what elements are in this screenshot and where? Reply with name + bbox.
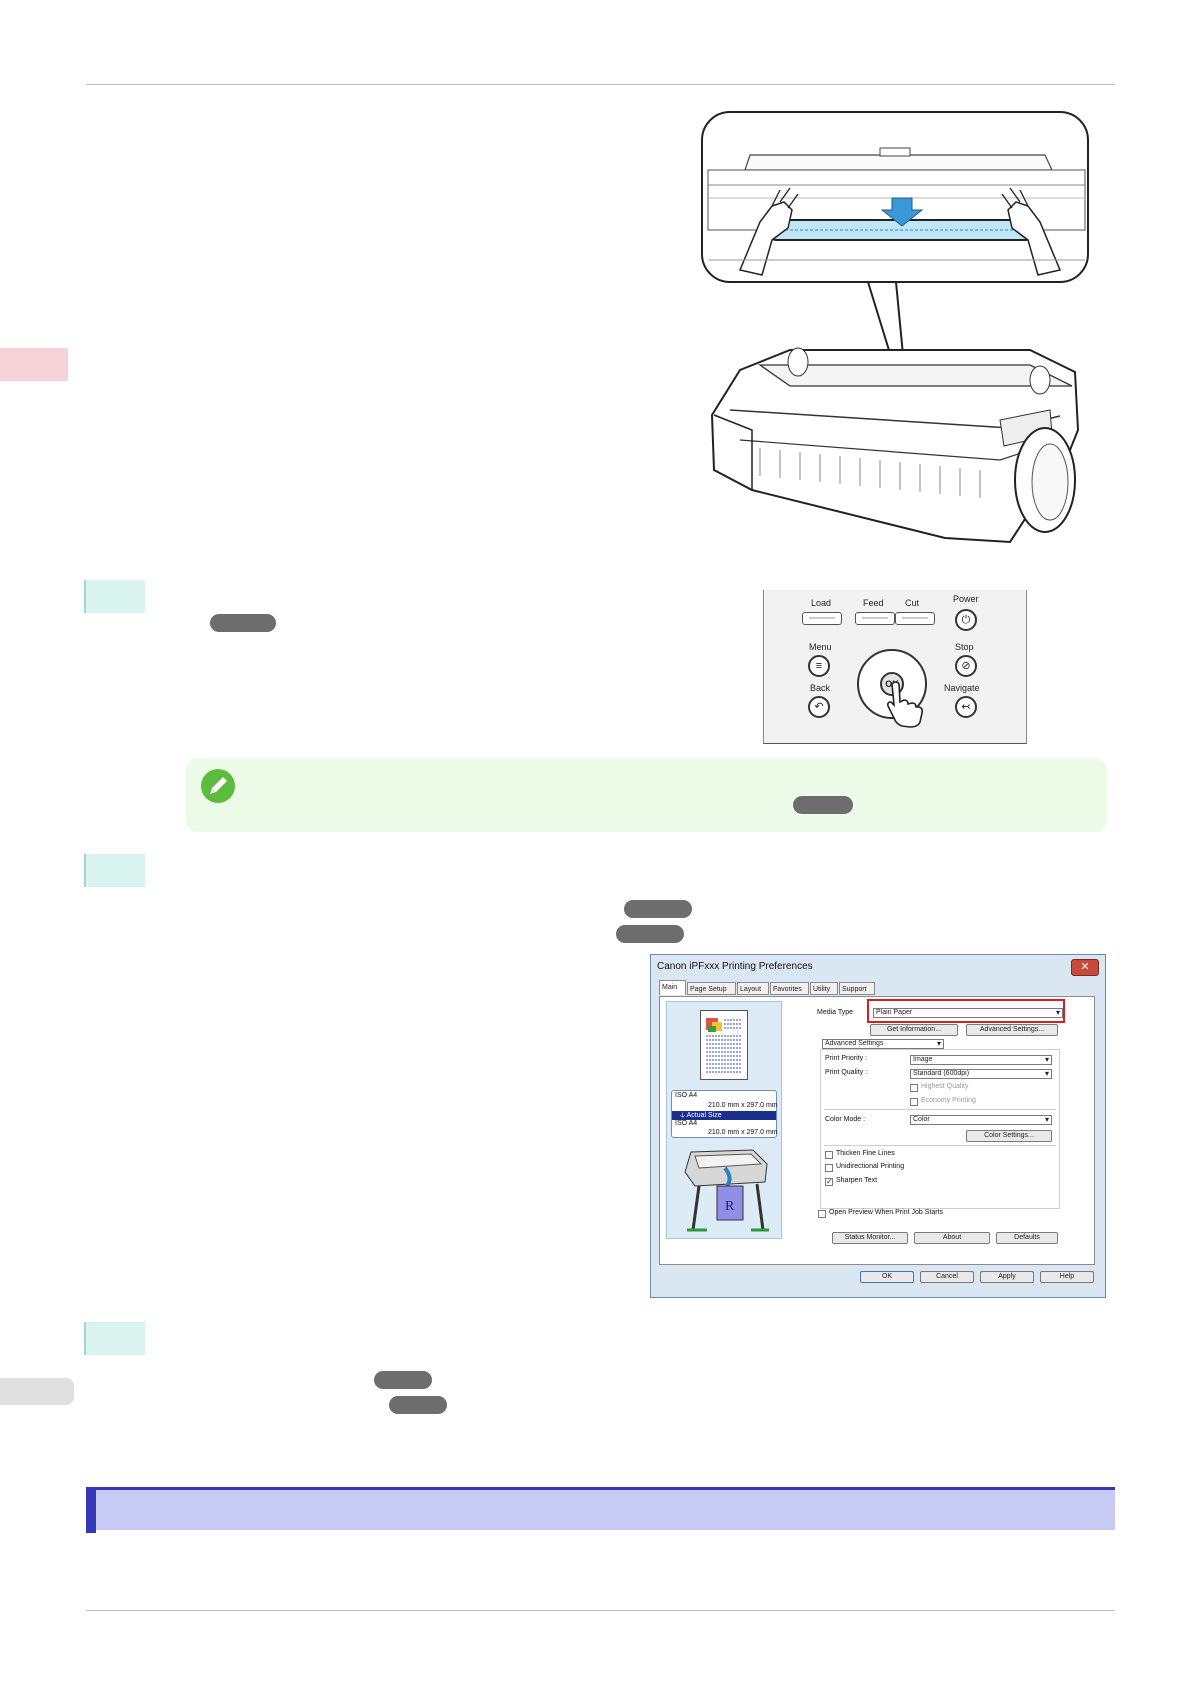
tab-page-setup[interactable]: Page Setup: [687, 982, 736, 995]
pointing-hand-icon: [887, 681, 923, 728]
actual-size-text: Actual Size: [686, 1112, 722, 1119]
back-label: Back: [810, 683, 831, 693]
thicken-fine-lines-checkbox[interactable]: [825, 1151, 833, 1159]
print-priority-select[interactable]: Image: [910, 1055, 1052, 1065]
left-hand: [738, 201, 793, 276]
highest-quality-checkbox[interactable]: [910, 1084, 918, 1092]
chapter-side-tab[interactable]: [0, 348, 68, 381]
get-information-button[interactable]: Get Information...: [870, 1024, 958, 1036]
ok-button[interactable]: OK: [860, 1271, 914, 1283]
economy-printing-checkbox[interactable]: [910, 1098, 918, 1106]
navigate-button[interactable]: ↢: [955, 696, 977, 718]
print-quality-select[interactable]: Standard (600dpi): [910, 1069, 1052, 1079]
menu-button[interactable]: ≡: [808, 655, 830, 677]
printer-preview-icon: R: [684, 1149, 769, 1232]
power-label: Power: [953, 594, 979, 604]
link-pill[interactable]: [624, 900, 692, 918]
printing-preferences-dialog: Canon iPFxxx Printing Preferences ✕ Main…: [650, 954, 1106, 1298]
print-quality-label: Print Quality :: [825, 1069, 868, 1076]
actual-size-banner: [672, 1111, 776, 1120]
preview-pane: ISO A4 210.0 mm x 297.0 mm 🡣 Actual Size…: [666, 1001, 782, 1239]
pencil-note-icon: [201, 769, 235, 803]
step-marker-3: [84, 1322, 145, 1355]
svg-text:R: R: [725, 1199, 735, 1214]
print-priority-label: Print Priority :: [825, 1055, 868, 1062]
down-arrow-icon: [880, 197, 924, 227]
printer-control-panel: Load Feed Cut Power ⏻ Menu ≡ Stop ⊘ Back…: [763, 590, 1027, 744]
link-pill[interactable]: [374, 1371, 432, 1389]
cut-button[interactable]: [895, 612, 935, 625]
link-pill[interactable]: [389, 1396, 447, 1414]
stop-button[interactable]: ⊘: [955, 655, 977, 677]
apply-button[interactable]: Apply: [980, 1271, 1034, 1283]
tab-support[interactable]: Support: [839, 982, 875, 995]
note-box: [186, 758, 1107, 832]
actual-size-label: 🡣 Actual Size: [680, 1112, 722, 1119]
page-preview-thumbnail: [700, 1010, 748, 1080]
stop-label: Stop: [955, 642, 974, 652]
open-preview-checkbox[interactable]: [818, 1210, 826, 1218]
unidirectional-printing-label: Unidirectional Printing: [836, 1163, 905, 1170]
back-button[interactable]: ↶: [808, 696, 830, 718]
status-monitor-button[interactable]: Status Monitor...: [832, 1232, 908, 1244]
color-mode-label: Color Mode :: [825, 1116, 866, 1123]
tab-favorites[interactable]: Favorites: [770, 982, 809, 995]
section-accent: [86, 1487, 96, 1533]
cut-label: Cut: [905, 598, 920, 608]
unidirectional-printing-checkbox[interactable]: [825, 1164, 833, 1172]
sharpen-text-checkbox[interactable]: ✓: [825, 1177, 833, 1186]
close-button[interactable]: ✕: [1071, 959, 1099, 976]
step-marker-1: [84, 580, 145, 613]
step-marker-2: [84, 854, 145, 887]
load-label: Load: [811, 598, 832, 608]
tab-main[interactable]: Main: [659, 980, 686, 995]
link-pill[interactable]: [210, 614, 276, 632]
right-hand: [1007, 201, 1062, 276]
paper-1-label: ISO A4: [675, 1092, 698, 1099]
footer-rule: [86, 1610, 1115, 1611]
media-type-label: Media Type: [817, 1009, 854, 1016]
menu-label: Menu: [809, 642, 832, 652]
load-button[interactable]: [802, 612, 842, 625]
highest-quality-label: Highest Quality: [921, 1083, 969, 1090]
advanced-settings-button[interactable]: Advanced Settings...: [966, 1024, 1058, 1036]
link-pill[interactable]: [616, 925, 684, 943]
paper-2-label: ISO A4: [675, 1120, 698, 1127]
economy-printing-label: Economy Printing: [921, 1097, 976, 1104]
index-side-tab[interactable]: [0, 1378, 74, 1405]
media-type-select[interactable]: Plain Paper: [873, 1008, 1063, 1018]
divider: [824, 1145, 1056, 1146]
advanced-settings-group: [820, 1049, 1060, 1209]
section-header-bar: [86, 1487, 1115, 1533]
defaults-button[interactable]: Defaults: [996, 1232, 1058, 1244]
divider: [824, 1109, 1056, 1110]
note-link-pill[interactable]: [793, 796, 853, 814]
open-preview-label: Open Preview When Print Job Starts: [829, 1209, 943, 1216]
paper-size-info: ISO A4 210.0 mm x 297.0 mm 🡣 Actual Size…: [671, 1090, 778, 1138]
tab-utility[interactable]: Utility: [810, 982, 838, 995]
mode-dropdown[interactable]: Advanced Settings: [822, 1039, 944, 1049]
size-1-label: 210.0 mm x 297.0 mm: [708, 1102, 778, 1109]
navigate-label: Navigate: [944, 683, 980, 693]
sharpen-text-label: Sharpen Text: [836, 1177, 878, 1184]
power-button[interactable]: ⏻: [955, 609, 977, 631]
size-2-label: 210.0 mm x 297.0 mm: [708, 1129, 778, 1136]
main-tab-panel: ISO A4 210.0 mm x 297.0 mm 🡣 Actual Size…: [659, 996, 1095, 1265]
cancel-button[interactable]: Cancel: [920, 1271, 974, 1283]
dialog-title: Canon iPFxxx Printing Preferences: [657, 961, 813, 972]
color-mode-select[interactable]: Color: [910, 1115, 1052, 1125]
printer-load-illustration: [701, 111, 1089, 544]
help-button[interactable]: Help: [1040, 1271, 1094, 1283]
feed-button[interactable]: [855, 612, 895, 625]
tab-layout[interactable]: Layout: [737, 982, 769, 995]
header-rule: [86, 84, 1115, 85]
thicken-fine-lines-label: Thicken Fine Lines: [836, 1150, 895, 1157]
about-button[interactable]: About: [914, 1232, 990, 1244]
color-settings-button[interactable]: Color Settings...: [966, 1130, 1052, 1142]
media-type-highlight: [867, 999, 1065, 1023]
feed-label: Feed: [863, 598, 884, 608]
